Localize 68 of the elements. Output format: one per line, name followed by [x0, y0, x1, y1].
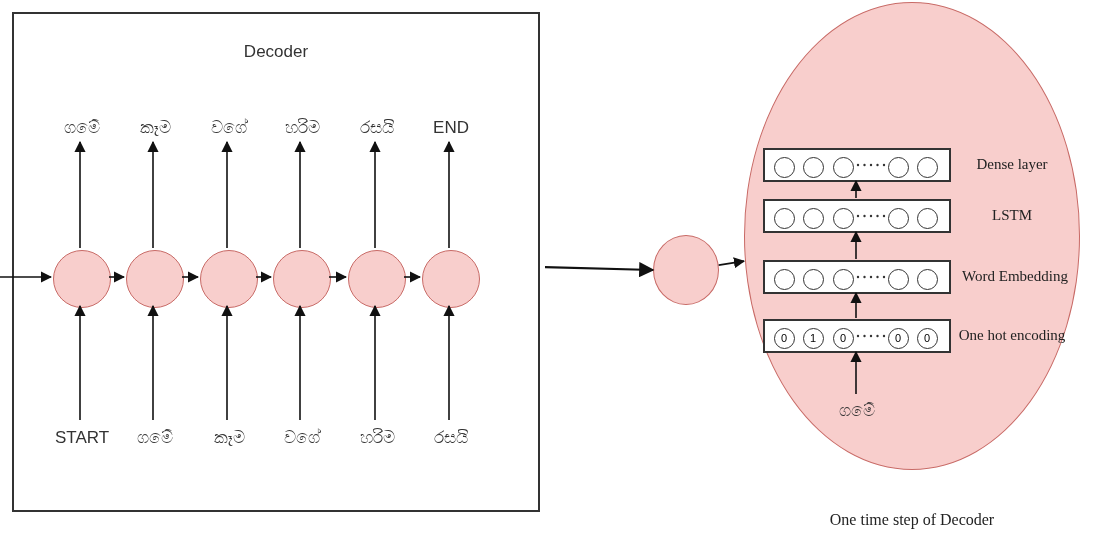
neuron-circle: [887, 207, 909, 229]
input-word: රසයි: [418, 425, 484, 451]
input-word: කෑම: [196, 425, 262, 451]
layer-box: [763, 148, 951, 182]
arrow: [850, 350, 862, 395]
output-word: හරිම: [271, 115, 333, 141]
arrow: [147, 140, 159, 249]
layer-box: [763, 199, 951, 233]
arrow: [850, 291, 862, 319]
arrow: [403, 271, 422, 283]
neuron-circle: [887, 268, 909, 290]
input-word: වගේ: [269, 425, 335, 451]
arrow: [294, 304, 306, 421]
neuron-circle: [916, 156, 938, 178]
panel-title: Decoder: [242, 42, 310, 62]
neuron-circle: [916, 268, 938, 290]
neuron-circle: [832, 207, 854, 229]
one-hot-unit: 0: [832, 327, 854, 349]
layer-box: [763, 260, 951, 294]
input-word: START: [49, 425, 115, 451]
layer-label: LSTM: [992, 206, 1032, 224]
arrow: [221, 140, 233, 249]
arrow: [108, 271, 126, 283]
arrow: [369, 304, 381, 421]
input-word: හරිම: [344, 425, 410, 451]
arrow: [294, 140, 306, 249]
one-hot-unit: 0: [916, 327, 938, 349]
arrow: [717, 257, 746, 269]
arrow: [850, 230, 862, 260]
neuron-circle: [832, 268, 854, 290]
neuron-circle: [773, 156, 795, 178]
arrow: [147, 304, 159, 421]
arrow: [181, 271, 200, 283]
neuron-circle: [773, 207, 795, 229]
neuron-circle: [802, 268, 824, 290]
arrow: [74, 304, 86, 421]
output-word: කෑම: [124, 115, 186, 141]
neuron-circle: [832, 156, 854, 178]
arrow: [443, 304, 455, 421]
neuron-circle: [887, 156, 909, 178]
input-word: ගමේ: [122, 425, 188, 451]
arrow: [369, 140, 381, 249]
input-word: ගමේ: [835, 398, 879, 424]
arrow: [328, 271, 348, 283]
arrow: [850, 179, 862, 199]
layer-label: Word Embedding: [962, 267, 1068, 285]
layer-label: Dense layer: [976, 155, 1048, 173]
figure-caption: One time step of Decoder: [829, 511, 995, 529]
output-word: END: [420, 115, 482, 141]
output-word: ගමේ: [51, 115, 113, 141]
output-word: රසයි: [346, 115, 408, 141]
decoder-frame: [12, 12, 540, 512]
arrow: [74, 140, 86, 249]
arrow: [255, 271, 273, 283]
arrow: [221, 304, 233, 421]
one-hot-unit: 0: [887, 327, 909, 349]
arrow: [0, 271, 53, 283]
arrow: [443, 140, 455, 249]
layer-label: One hot encoding: [958, 326, 1066, 344]
layer-box: [763, 319, 951, 353]
neuron-circle: [773, 268, 795, 290]
arrow: [544, 261, 655, 278]
neuron-circle: [916, 207, 938, 229]
one-hot-unit: 0: [773, 327, 795, 349]
neuron-circle: [802, 207, 824, 229]
output-word: වගේ: [198, 115, 260, 141]
one-hot-unit: 1: [802, 327, 824, 349]
neuron-circle: [802, 156, 824, 178]
